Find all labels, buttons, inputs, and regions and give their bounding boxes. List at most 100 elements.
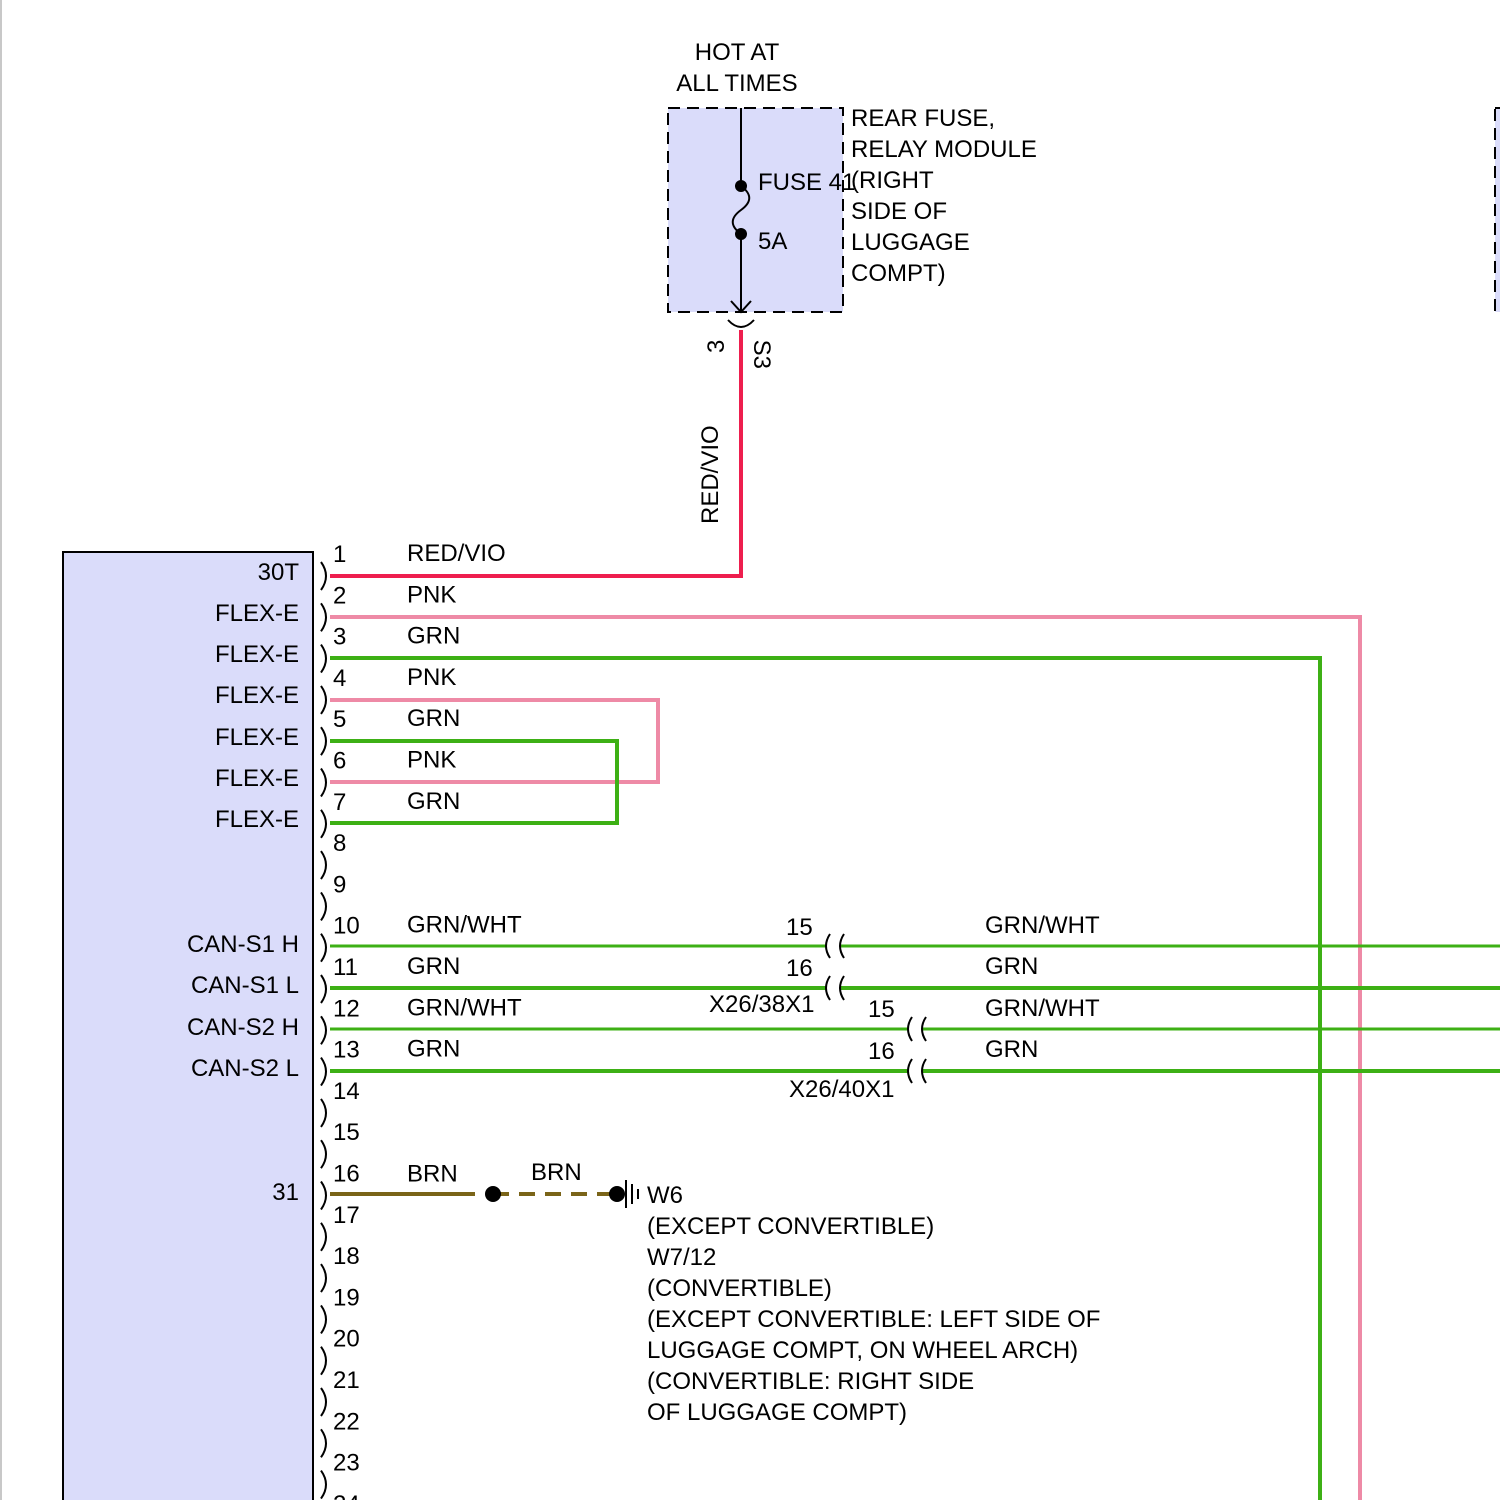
pin-number-7: 7: [333, 789, 346, 816]
module-label-line-4: SIDE OF: [851, 198, 947, 225]
s3-connector-symbol: [728, 320, 754, 327]
pin-connector-4: [321, 686, 326, 714]
x26-40x1-pin-b: 16: [868, 1038, 895, 1065]
pin-function-5: FLEX-E: [215, 724, 299, 751]
pin-wire-color-16: BRN: [407, 1161, 458, 1188]
pin-function-4: FLEX-E: [215, 682, 299, 709]
pin-connector-21: [321, 1388, 326, 1416]
ground-line-8: OF LUGGAGE COMPT): [647, 1399, 907, 1426]
s3-connector-name: S3: [748, 340, 775, 369]
x26-38x1-name: X26/38X1: [709, 991, 814, 1018]
pin-number-10: 10: [333, 913, 360, 940]
pin-connector-9: [321, 892, 326, 920]
splice-dot: [485, 1186, 501, 1202]
pin-number-21: 21: [333, 1367, 360, 1394]
pin-function-12: CAN-S2 H: [187, 1014, 299, 1041]
ground-line-1: W6: [647, 1182, 683, 1209]
pin-number-6: 6: [333, 748, 346, 775]
module-label-line-6: COMPT): [851, 260, 946, 287]
pin-function-3: FLEX-E: [215, 641, 299, 668]
pin-wire-color-1: RED/VIO: [407, 540, 506, 567]
pin-connector-17: [321, 1223, 326, 1251]
pin-function-11: CAN-S1 L: [191, 972, 299, 999]
pin-number-23: 23: [333, 1450, 360, 1477]
pin-number-16: 16: [333, 1161, 360, 1188]
pin-wire-color-12: GRN/WHT: [407, 994, 522, 1021]
fuse-terminal-top: [735, 180, 747, 192]
pin-connector-7: [321, 810, 326, 838]
pin-number-1: 1: [333, 541, 346, 568]
pin-function-7: FLEX-E: [215, 806, 299, 833]
x26-40x1-wire-a: GRN/WHT: [985, 995, 1100, 1022]
pin-number-20: 20: [333, 1326, 360, 1353]
pin-connector-23: [321, 1471, 326, 1499]
x26-38x1-wire-b: GRN: [985, 953, 1038, 980]
pin-connector-1: [321, 562, 326, 590]
pin-wire-color-13: GRN: [407, 1036, 460, 1063]
pin-number-12: 12: [333, 995, 360, 1022]
adjacent-module-edge: [1495, 108, 1500, 312]
pin-connector-13: [321, 1058, 326, 1086]
pin-connector-14: [321, 1099, 326, 1127]
hot-label-line-2: ALL TIMES: [676, 70, 797, 97]
ground-line-3: W7/12: [647, 1244, 716, 1271]
pin-number-14: 14: [333, 1078, 360, 1105]
pin-function-2: FLEX-E: [215, 600, 299, 627]
pin-number-19: 19: [333, 1284, 360, 1311]
ground-line-6: LUGGAGE COMPT, ON WHEEL ARCH): [647, 1337, 1078, 1364]
pin-wire-color-3: GRN: [407, 623, 460, 650]
pin-function-6: FLEX-E: [215, 765, 299, 792]
module-label-line-1: REAR FUSE,: [851, 105, 995, 132]
fuse-rating: 5A: [758, 228, 787, 255]
pin-wire-color-4: PNK: [407, 664, 456, 691]
pin-number-15: 15: [333, 1119, 360, 1146]
x26-38x1-pin16-female: [826, 976, 830, 1000]
pin-number-17: 17: [333, 1202, 360, 1229]
pin-connector-11: [321, 975, 326, 1003]
pin-connector-12: [321, 1016, 326, 1044]
ground-line-7: (CONVERTIBLE: RIGHT SIDE: [647, 1368, 974, 1395]
pin-number-9: 9: [333, 871, 346, 898]
pin-connector-16: [321, 1182, 326, 1210]
ground-line-2: (EXCEPT CONVERTIBLE): [647, 1213, 934, 1240]
pin-number-8: 8: [333, 830, 346, 857]
pin-wire-color-7: GRN: [407, 788, 460, 815]
pin-number-3: 3: [333, 624, 346, 651]
pin-connector-8: [321, 851, 326, 879]
pin-wire-color-5: GRN: [407, 705, 460, 732]
pin-number-18: 18: [333, 1243, 360, 1270]
x26-38x1-pin-a: 15: [786, 914, 813, 941]
connector-x26-40x1: 15 16 X26/40X1 GRN/WHT GRN: [789, 995, 1100, 1103]
module-label-line-2: RELAY MODULE: [851, 136, 1037, 163]
pin-number-24: 24: [333, 1491, 360, 1500]
pin-wire-color-10: GRN/WHT: [407, 912, 522, 939]
x26-40x1-pin15-female: [908, 1017, 912, 1041]
pin-function-16: 31: [272, 1179, 299, 1206]
pin-connector-5: [321, 727, 326, 755]
ground-terminal-dot: [609, 1186, 625, 1202]
pin-function-13: CAN-S2 L: [191, 1055, 299, 1082]
pin-connector-6: [321, 769, 326, 797]
x26-40x1-pin16-female: [908, 1059, 912, 1083]
x26-40x1-name: X26/40X1: [789, 1076, 894, 1103]
ground-wire-color: BRN: [531, 1159, 582, 1186]
pin-connector-22: [321, 1429, 326, 1457]
pin-number-4: 4: [333, 665, 346, 692]
x26-40x1-wire-b: GRN: [985, 1036, 1038, 1063]
wire-red-vio-pin1: [330, 330, 741, 576]
pin-number-11: 11: [333, 954, 358, 981]
module-label-line-3: (RIGHT: [851, 167, 934, 194]
pin-function-10: CAN-S1 H: [187, 931, 299, 958]
x26-38x1-wire-a: GRN/WHT: [985, 912, 1100, 939]
pin-connector-15: [321, 1140, 326, 1168]
pin-wire-color-6: PNK: [407, 747, 456, 774]
s3-pin-number: 3: [703, 340, 730, 353]
x26-38x1-pin-b: 16: [786, 955, 813, 982]
module-label-line-5: LUGGAGE: [851, 229, 970, 256]
pin-connector-18: [321, 1264, 326, 1292]
pin-connector-20: [321, 1347, 326, 1375]
pin-connector-19: [321, 1305, 326, 1333]
pin-wire-color-11: GRN: [407, 953, 460, 980]
